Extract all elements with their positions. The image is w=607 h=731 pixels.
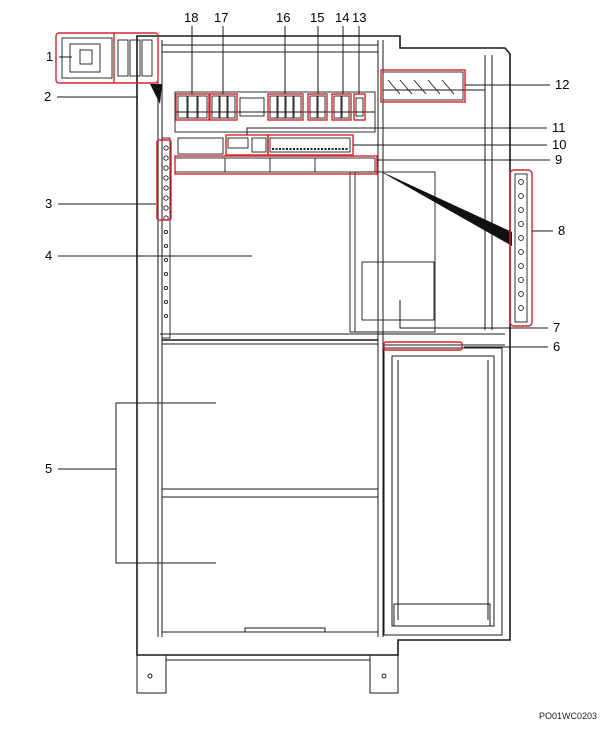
callout-14: 14 bbox=[335, 10, 349, 25]
detail-wedge bbox=[150, 84, 162, 104]
ac-input-detail bbox=[61, 37, 153, 79]
zoom-wedge bbox=[378, 170, 512, 246]
callout-10: 10 bbox=[552, 137, 566, 152]
callout-4: 4 bbox=[45, 248, 52, 263]
callout-2: 2 bbox=[44, 89, 51, 104]
callout-17: 17 bbox=[214, 10, 228, 25]
ground-bar bbox=[514, 173, 528, 323]
callout-1: 1 bbox=[46, 49, 53, 64]
fan-module bbox=[382, 71, 464, 101]
figure-code: PO01WC0203 bbox=[538, 711, 597, 721]
callout-13: 13 bbox=[352, 10, 366, 25]
highlight-frames bbox=[55, 32, 533, 351]
left-terminal-strip bbox=[161, 137, 171, 339]
cabinet-door bbox=[383, 344, 505, 636]
callout-6: 6 bbox=[553, 339, 560, 354]
callout-16: 16 bbox=[276, 10, 290, 25]
right-upper-frame bbox=[383, 55, 493, 330]
breaker-panel bbox=[174, 91, 376, 133]
callout-18: 18 bbox=[184, 10, 198, 25]
callout-8: 8 bbox=[558, 223, 565, 238]
leader-lines bbox=[57, 26, 553, 564]
callout-3: 3 bbox=[45, 196, 52, 211]
monitoring-unit bbox=[177, 137, 351, 155]
callout-11: 11 bbox=[552, 120, 566, 135]
callout-7: 7 bbox=[553, 320, 560, 335]
callout-9: 9 bbox=[555, 152, 562, 167]
installation-panel bbox=[174, 157, 436, 333]
callout-labels: 1 2 3 4 5 6 7 8 9 10 11 12 13 14 15 16 1… bbox=[44, 10, 569, 476]
callout-15: 15 bbox=[310, 10, 324, 25]
callout-5: 5 bbox=[45, 461, 52, 476]
callout-12: 12 bbox=[555, 77, 569, 92]
